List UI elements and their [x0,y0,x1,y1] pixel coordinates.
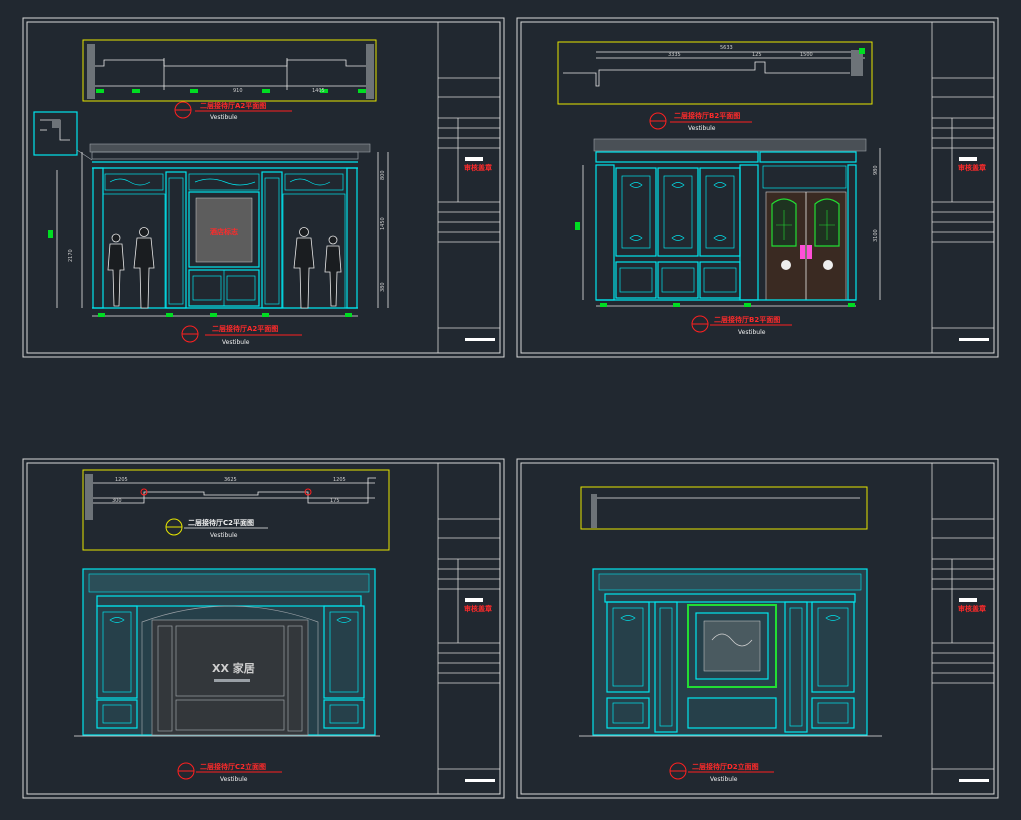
dim-label: 5633 [720,45,733,51]
dim-label: 3335 [668,52,681,58]
dim-label: 175 [330,498,340,504]
stamp-text-1: 审核盖章 [464,163,492,172]
elev-title-text: 二层接待厅A2平面图 [212,324,278,333]
title-block-1: 审核盖章 [437,22,500,353]
elev-title-4: 二层接待厅D2立面图 Vestibule [669,762,774,783]
dim-label: 1405 [312,88,325,94]
dim-label: 1205 [115,477,128,483]
stamp-text-4: 审核盖章 [958,604,986,613]
stamp-text-3: 审核盖章 [464,604,492,613]
sheet-2: 审核盖章 5633 3335 125 1500 二层接待厅B2平面图 Vesti… [516,17,999,358]
plan-view-3: 1205 3625 1205 300 175 [82,469,390,551]
person-figure [107,227,342,309]
feature-sign-text: XX 家居 [212,661,255,675]
elev-title-text: 二层接待厅D2立面图 [692,762,759,771]
plan-title-2: 二层接待厅B2平面图 Vestibule [649,111,752,132]
stamp-text-2: 审核盖章 [958,163,986,172]
plan-title-1: 二层接待厅A2平面图 Vestibule [174,101,292,121]
elevation-3: XX 家居 [74,568,380,737]
plan-view-2: 5633 3335 125 1500 [557,41,873,105]
title-block-4: 审核盖章 [931,463,994,794]
elev-subtitle: Vestibule [710,776,738,783]
title-block-3: 审核盖章 [437,463,500,794]
plan-subtitle: Vestibule [210,114,238,121]
dim-label: 1450 [380,217,386,230]
plan-title-text: 二层接待厅B2平面图 [674,111,740,120]
plan-title-3: 二层接待厅C2平面图 Vestibule [165,518,268,539]
dim-label: 800 [380,170,386,180]
dim-label: 125 [752,52,762,58]
dim-label: 380 [380,282,386,292]
title-block-2: 审核盖章 [931,22,994,353]
feature-sign-text: 酒店标志 [210,227,238,236]
detail-callout-1 [33,111,93,161]
elev-title-text: 二层接待厅B2平面图 [714,315,780,324]
elev-subtitle: Vestibule [222,339,250,346]
dim-label: 3625 [224,477,237,483]
plan-subtitle: Vestibule [688,125,716,132]
elev-title-3: 二层接待厅C2立面图 Vestibule [177,762,282,783]
dim-label: 300 [112,498,122,504]
dim-label: 1500 [800,52,813,58]
plan-title-text: 二层接待厅C2平面图 [188,518,254,527]
elev-title-1: 二层接待厅A2平面图 Vestibule [181,324,302,346]
dim-label: 980 [873,165,879,175]
elev-title-2: 二层接待厅B2平面图 Vestibule [691,315,792,336]
elev-title-text: 二层接待厅C2立面图 [200,762,266,771]
elev-subtitle: Vestibule [738,329,766,336]
elevation-1: 酒店标志 [48,143,389,317]
dim-label: 3100 [873,229,879,242]
elevation-4 [579,568,882,737]
sheet-1: 审核盖章 910 1405 二层接待厅A2平面图 Ve [22,17,505,358]
dim-label: 1205 [333,477,346,483]
elev-subtitle: Vestibule [220,776,248,783]
elevation-2: 3100 980 [575,138,881,307]
sheet-4: 审核盖章 [516,458,999,799]
dim-label: 910 [233,88,243,94]
plan-title-text: 二层接待厅A2平面图 [200,101,266,110]
plan-view-1: 910 1405 [82,39,377,102]
dim-label: 2170 [68,249,74,262]
sheet-3: 审核盖章 1205 3625 1205 300 175 二层接待厅C2平面图 V… [22,458,505,799]
plan-view-4 [580,486,868,530]
plan-subtitle: Vestibule [210,532,238,539]
